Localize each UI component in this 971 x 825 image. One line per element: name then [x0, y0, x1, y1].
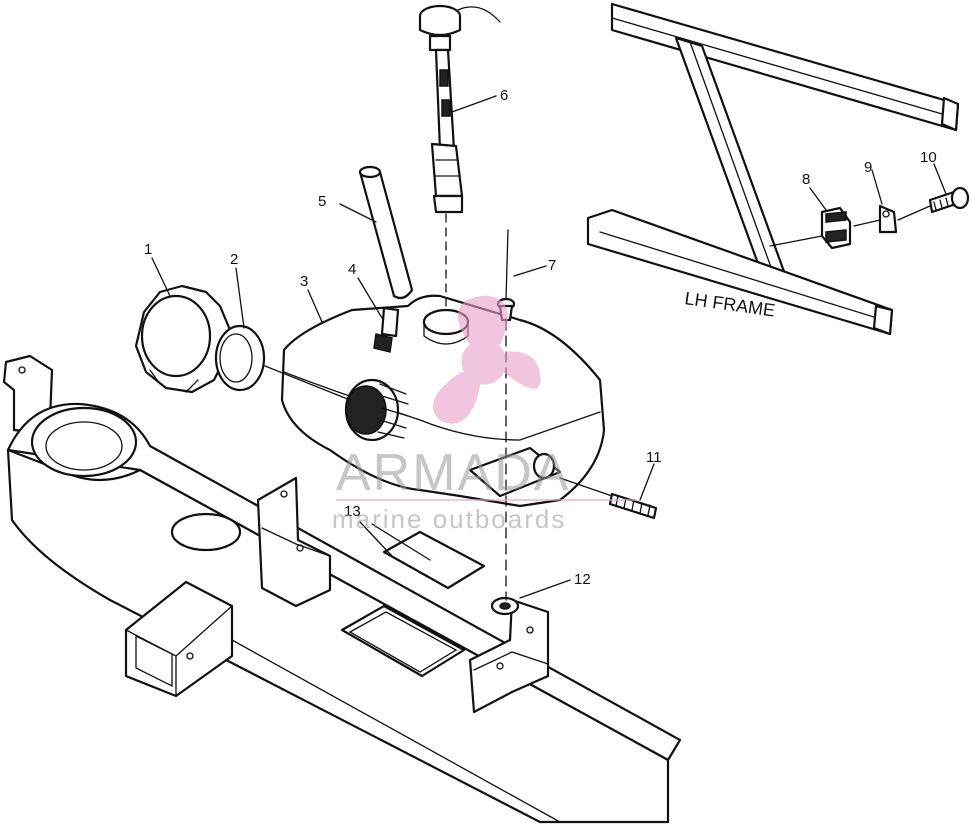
callout-7: 7 — [548, 257, 556, 274]
watermark-tagline: marine outboards — [332, 504, 566, 534]
part-4-fitting — [373, 306, 400, 353]
part-6-dipstick — [418, 4, 501, 214]
part-9-bracket — [878, 204, 898, 234]
callout-4: 4 — [348, 261, 356, 278]
part-5-hose — [358, 165, 414, 300]
callout-10: 10 — [920, 149, 937, 166]
propeller-icon — [433, 295, 541, 424]
part-13-pad — [382, 530, 486, 590]
callout-3: 3 — [300, 273, 308, 290]
watermark: ARMADA marine outboards — [332, 295, 636, 534]
callout-5: 5 — [318, 193, 326, 210]
callout-9: 9 — [864, 159, 872, 176]
part-10-bolt — [853, 186, 970, 227]
base-frame — [2, 354, 682, 824]
lh-frame — [586, 2, 960, 336]
callout-11: 11 — [646, 449, 662, 466]
callout-8: 8 — [802, 171, 810, 188]
callout-6: 6 — [500, 87, 508, 104]
callout-12: 12 — [574, 571, 591, 588]
callout-2: 2 — [230, 251, 238, 268]
callout-13: 13 — [344, 503, 361, 520]
callout-1: 1 — [144, 241, 152, 258]
part-2-gasket — [214, 324, 266, 392]
part-1-fill-cap — [134, 284, 232, 394]
part-8-clamp — [820, 206, 852, 250]
watermark-brand: ARMADA — [336, 444, 570, 502]
callout-leaders — [151, 95, 947, 599]
part-12-washer — [490, 596, 520, 616]
